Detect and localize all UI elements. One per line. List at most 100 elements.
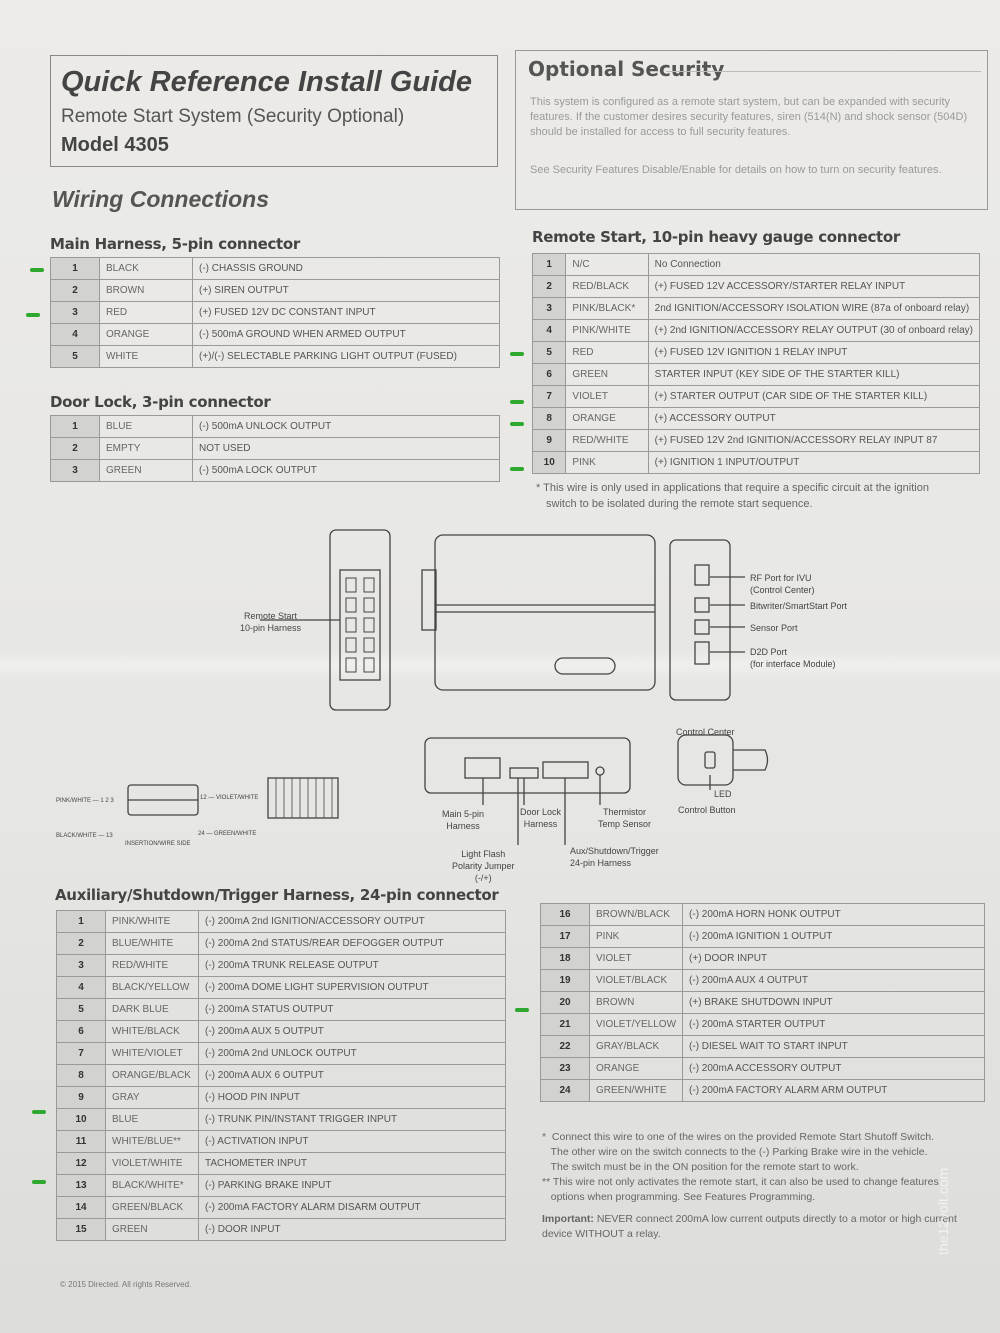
wire-color: WHITE/VIOLET (105, 1042, 199, 1065)
guide-title: Quick Reference Install Guide (61, 66, 472, 98)
optional-security-text-2: See Security Features Disable/Enable for… (530, 164, 942, 176)
pin-number: 13 (56, 1174, 106, 1197)
wire-function: (+) FUSED 12V IGNITION 1 RELAY INPUT (647, 341, 981, 364)
wire-function: (-) DOOR INPUT (198, 1218, 506, 1241)
wire-function: (-) 200mA STATUS OUTPUT (198, 998, 506, 1021)
pin-number: 12 (56, 1152, 106, 1175)
pin-number: 6 (531, 363, 567, 386)
wire-color: PINK/WHITE (565, 319, 649, 342)
wire-function: (-) 200mA AUX 4 OUTPUT (682, 969, 985, 992)
wire-function: (-) 200mA STARTER OUTPUT (682, 1013, 985, 1036)
aux-note-line: ** This wire not only activates the remo… (542, 1176, 939, 1188)
module-end-view (669, 539, 731, 701)
pin-number: 2 (50, 437, 100, 460)
wire-color: GRAY/BLACK (588, 1035, 684, 1058)
wire-color: BLACK/WHITE* (105, 1174, 199, 1197)
green-marker (32, 1110, 46, 1114)
label-remote-start-harness: Remote Start 10-pin Harness (240, 611, 302, 633)
label-light-flash: Light Flash Polarity Jumper (-/+) (452, 849, 515, 883)
paper-fold (0, 650, 1000, 680)
pin-number: 9 (56, 1086, 106, 1109)
wire-function: (-) 500mA UNLOCK OUTPUT (192, 415, 500, 438)
wire-function: (+) BRAKE SHUTDOWN INPUT (682, 991, 985, 1014)
copyright-footer: © 2015 Directed. All rights Reserved. (60, 1280, 192, 1289)
wire-color: VIOLET (565, 385, 649, 408)
wire-color: N/C (565, 253, 649, 276)
label-aux-harness: Aux/Shutdown/Trigger 24-pin Harness (570, 846, 659, 868)
wire-color: PINK (588, 925, 684, 948)
remote-start-note-line-2: switch to be isolated during the remote … (546, 498, 813, 510)
pin-number: 4 (531, 319, 567, 342)
wire-function: (-) 200mA FACTORY ALARM ARM OUTPUT (682, 1079, 985, 1102)
pin-number: 16 (540, 903, 590, 926)
wire-function: TACHOMETER INPUT (198, 1152, 506, 1175)
wire-color: VIOLET/YELLOW (588, 1013, 684, 1036)
wire-color: GREEN (99, 459, 193, 482)
wire-function: (-) PARKING BRAKE INPUT (198, 1174, 506, 1197)
pin-number: 24 (540, 1079, 590, 1102)
control-center (677, 734, 734, 786)
wire-color: PINK/WHITE (105, 910, 199, 933)
wire-function: (+) ACCESSORY OUTPUT (647, 407, 981, 430)
pin-number: 10 (531, 451, 567, 474)
wire-function: (-) DIESEL WAIT TO START INPUT (682, 1035, 985, 1058)
label-violet-white-pin: 12 — VIOLET/WHITE (200, 795, 259, 801)
pin-number: 7 (531, 385, 567, 408)
pin-number: 9 (531, 429, 567, 452)
pin-number: 1 (531, 253, 567, 276)
wire-color: ORANGE/BLACK (105, 1064, 199, 1087)
wire-color: PINK/BLACK* (565, 297, 649, 320)
pin-number: 19 (540, 969, 590, 992)
pin-number: 5 (50, 345, 100, 368)
label-pink-white-pin: PINK/WHITE — 1 2 3 (56, 798, 114, 804)
wire-color: GREEN (565, 363, 649, 386)
pin-number: 7 (56, 1042, 106, 1065)
wire-color: ORANGE (588, 1057, 684, 1080)
wire-color: VIOLET/BLACK (588, 969, 684, 992)
wire-color: VIOLET/WHITE (105, 1152, 199, 1175)
wire-color: WHITE/BLUE** (105, 1130, 199, 1153)
aux-harness-heading: Auxiliary/Shutdown/Trigger Harness, 24-p… (55, 886, 499, 904)
label-door-lock-harness: Door Lock Harness (520, 807, 562, 829)
green-marker (26, 313, 40, 317)
label-led: LED (714, 789, 732, 799)
label-green-white-pin: 24 — GREEN/WHITE (198, 831, 257, 837)
wire-function: (-) 500mA GROUND WHEN ARMED OUTPUT (192, 323, 500, 346)
wire-color: WHITE/BLACK (105, 1020, 199, 1043)
label-black-white-pin: BLACK/WHITE — 13 (56, 833, 113, 839)
wire-function: (+) SIREN OUTPUT (192, 279, 500, 302)
pin-number: 15 (56, 1218, 106, 1241)
module-front-view (424, 737, 631, 794)
wire-color: BLACK (99, 257, 193, 280)
wire-color: ORANGE (565, 407, 649, 430)
important-label: Important: (542, 1213, 594, 1225)
aux-note-line: The switch must be in the ON position fo… (542, 1161, 859, 1173)
pin-number: 1 (50, 257, 100, 280)
label-main-5pin: Main 5-pin Harness (442, 809, 485, 831)
pin-number: 22 (540, 1035, 590, 1058)
pin-number: 17 (540, 925, 590, 948)
green-marker (510, 352, 524, 356)
wire-function: NOT USED (192, 437, 500, 460)
label-insertion-side: INSERTION/WIRE SIDE (125, 841, 191, 847)
label-rf-port: RF Port for IVU (Control Center) (750, 573, 815, 595)
